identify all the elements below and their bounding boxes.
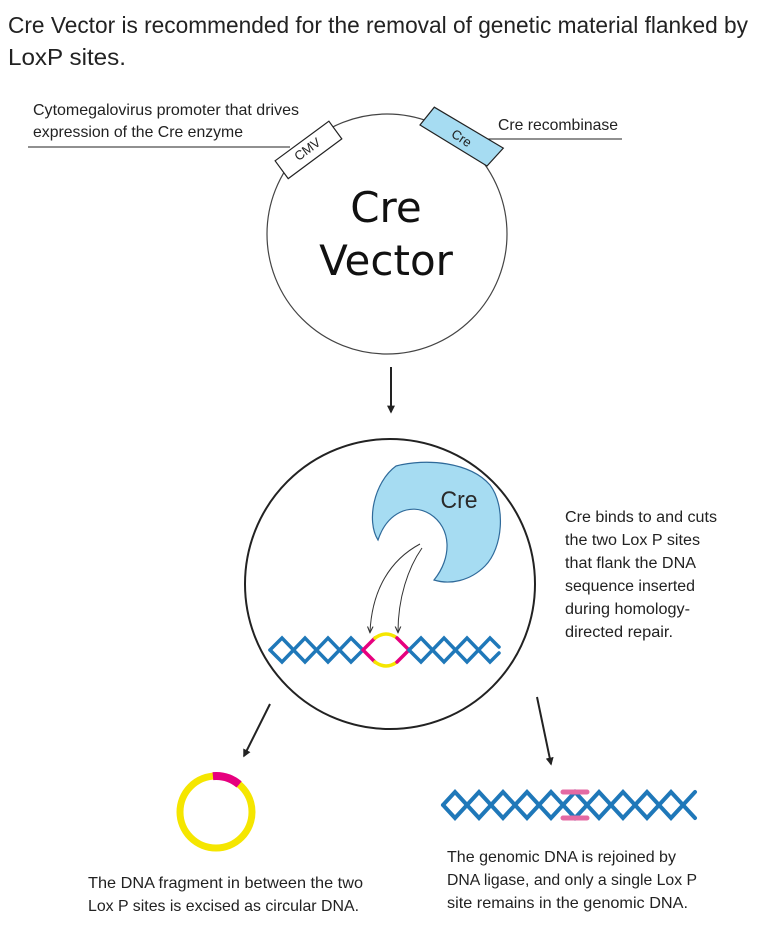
header-line-1: Cre Vector is recommended for the remova… bbox=[8, 12, 748, 38]
excised-insert-strand bbox=[373, 632, 399, 668]
excision-arrow bbox=[243, 703, 271, 758]
rejoined-caption-line-3: site remains in the genomic DNA. bbox=[447, 895, 688, 912]
rejoined-genomic-dna bbox=[441, 789, 697, 821]
cell-description-line-2: the two Lox P sites bbox=[565, 532, 700, 549]
vector-title-line-1: Cre bbox=[350, 183, 422, 232]
cut-arrow-right bbox=[398, 547, 423, 632]
dna-strand-left-b bbox=[268, 635, 365, 665]
cell-description-line-6: directed repair. bbox=[565, 624, 673, 641]
rejoined-caption-line-1: The genomic DNA is rejoined by bbox=[447, 849, 676, 866]
cell-description-line-1: Cre binds to and cuts bbox=[565, 509, 717, 526]
cell-description: Cre binds to and cuts the two Lox P site… bbox=[565, 509, 717, 641]
cre-vector-plasmid bbox=[266, 113, 508, 355]
cell-description-line-5: during homology- bbox=[565, 601, 690, 618]
genomic-dna-with-insert bbox=[268, 632, 501, 668]
loxp-site-right bbox=[395, 636, 411, 664]
cmv-callout-line-2: expression of the Cre enzyme bbox=[33, 124, 243, 141]
cre-enzyme-shape bbox=[371, 461, 501, 583]
rejoined-caption: The genomic DNA is rejoined by DNA ligas… bbox=[447, 849, 697, 912]
cre-enzyme-label: Cre bbox=[441, 487, 478, 514]
rejoined-caption-line-2: DNA ligase, and only a single Lox P bbox=[447, 872, 697, 889]
excised-circular-dna bbox=[176, 772, 256, 852]
cell-description-line-4: sequence inserted bbox=[565, 578, 695, 595]
cut-arrow-left bbox=[370, 543, 421, 632]
rejoin-arrow bbox=[536, 696, 554, 766]
vector-title-line-2: Vector bbox=[319, 236, 454, 285]
cmv-callout-line-1: Cytomegalovirus promoter that drives bbox=[33, 102, 299, 119]
cre-gene-segment: Cre bbox=[419, 106, 505, 167]
excised-caption-line-2: Lox P sites is excised as circular DNA. bbox=[88, 898, 359, 915]
header-line-2: LoxP sites. bbox=[8, 44, 126, 70]
dna-strand-right-b bbox=[407, 635, 501, 665]
remaining-loxp-site bbox=[560, 789, 590, 821]
cre-recombinase-callout: Cre recombinase bbox=[498, 117, 618, 134]
loxp-site-left bbox=[361, 636, 377, 664]
excised-caption-line-1: The DNA fragment in between the two bbox=[88, 875, 363, 892]
excised-loxp-site bbox=[212, 772, 242, 788]
cell-description-line-3: that flank the DNA bbox=[565, 555, 697, 572]
excised-caption: The DNA fragment in between the two Lox … bbox=[88, 875, 363, 915]
